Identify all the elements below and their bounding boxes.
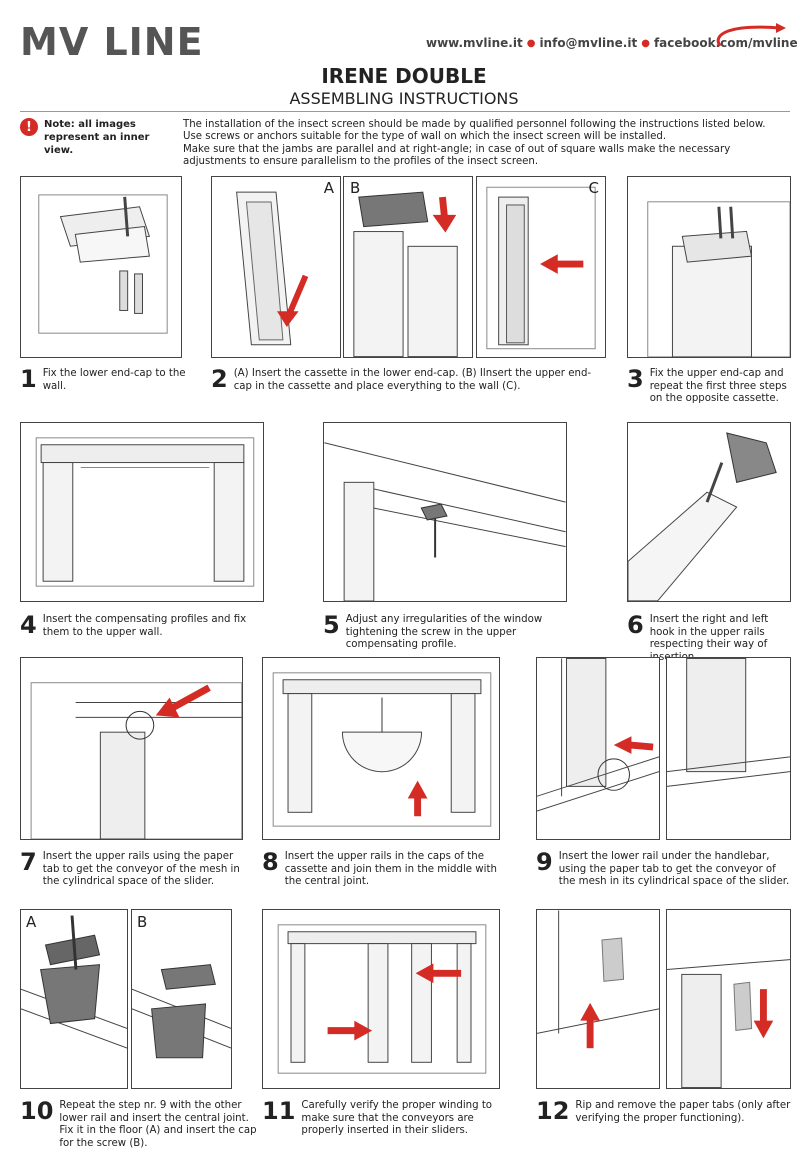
step-text: Insert the lower rail under the handleba… (558, 851, 790, 888)
step-11: 11 Carefully verify the proper winding t… (262, 1098, 512, 1138)
lower-rail-insert-illustration (537, 658, 659, 812)
figure-letter-a: A (323, 179, 334, 197)
central-joint-illustration (272, 672, 492, 827)
warning-icon: ! (20, 118, 38, 136)
intro-line: Use screws or anchors suitable for the t… (183, 131, 667, 143)
figure-letter-b: B (137, 913, 148, 931)
step-number: 7 (20, 848, 37, 876)
lower-rail-detail-illustration (667, 658, 790, 787)
place-on-wall-illustration (486, 186, 596, 350)
step-5: 5 Adjust any irregularities of the windo… (323, 612, 571, 652)
step-number: 10 (20, 1097, 54, 1125)
step-number: 3 (627, 365, 644, 393)
contact-line: www.mvline.it ● info@mvline.it ● faceboo… (426, 36, 798, 50)
step-9: 9 Insert the lower rail under the handle… (536, 849, 792, 889)
step-text: Carefully verify the proper winding to m… (301, 1100, 493, 1137)
step-number: 11 (262, 1097, 296, 1125)
separator-dot: ● (526, 37, 536, 49)
cassette-insert-illustration (236, 191, 309, 346)
figure-step-8 (262, 657, 500, 840)
figure-step-2c: C (476, 176, 606, 358)
figure-step-5 (323, 422, 567, 602)
step-7: 7 Insert the upper rails using the paper… (20, 849, 250, 889)
figure-letter-a: A (26, 913, 37, 931)
paper-tab-remove-illustration (667, 959, 790, 1088)
step-text: Fix the upper end-cap and repeat the fir… (649, 368, 787, 405)
figure-step-7 (20, 657, 243, 840)
hook-insert-illustration (628, 432, 777, 601)
figure-step-10a: A (20, 909, 128, 1089)
step-12: 12 Rip and remove the paper tabs (only a… (536, 1098, 792, 1125)
step-text: Repeat the step nr. 9 with the other low… (59, 1100, 257, 1149)
step-number: 5 (323, 611, 340, 639)
step-text: Adjust any irregularities of the window … (345, 614, 543, 651)
step-4: 4 Insert the compensating profiles and f… (20, 612, 270, 639)
step-number: 8 (262, 848, 279, 876)
step-8: 8 Insert the upper rails in the caps of … (262, 849, 512, 889)
upper-rails-insert-illustration (30, 682, 242, 839)
note-text: Note: all images represent an inner view… (44, 119, 150, 156)
figure-step-10b: B (131, 909, 232, 1089)
figure-step-12a (536, 909, 660, 1089)
screw-cap-illustration (132, 964, 231, 1059)
website-link[interactable]: www.mvline.it (426, 36, 523, 50)
step-text: Insert the upper rails in the caps of th… (284, 851, 497, 888)
figure-step-4 (20, 422, 264, 602)
separator-dot: ● (641, 37, 650, 49)
step-1: 1 Fix the lower end-cap to the wall. (20, 366, 190, 393)
figure-step-1 (20, 176, 182, 358)
note-box: ! Note: all images represent an inner vi… (20, 118, 170, 157)
step-text: Insert the upper rails using the paper t… (42, 851, 240, 888)
step-2: 2 (A) Insert the cassette in the lower e… (211, 366, 601, 393)
figure-letter-b: B (350, 179, 361, 197)
floor-fix-illustration (21, 915, 127, 1049)
brand-logo: MV LINE (20, 20, 204, 64)
step-number: 1 (20, 365, 37, 393)
step-text: Rip and remove the paper tabs (only afte… (575, 1100, 791, 1124)
step-number: 9 (536, 848, 553, 876)
step-text: Fix the lower end-cap to the wall. (42, 368, 186, 392)
figure-step-2a: A (211, 176, 341, 358)
step-text: Insert the compensating profiles and fix… (42, 614, 247, 638)
document-subtitle: ASSEMBLING INSTRUCTIONS (289, 89, 519, 108)
email-link[interactable]: info@mvline.it (539, 36, 638, 50)
upper-endcap-fix-illustration (647, 201, 790, 357)
step-10: 10 Repeat the step nr. 9 with the other … (20, 1098, 260, 1150)
paper-tab-rip-illustration (537, 910, 659, 1049)
step-number: 2 (211, 365, 228, 393)
figure-step-3 (627, 176, 791, 358)
figure-step-9b (666, 657, 791, 840)
intro-line: Make sure that the jambs are parallel an… (183, 143, 731, 168)
figure-step-6 (627, 422, 791, 602)
step-number: 4 (20, 611, 37, 639)
compensating-profiles-illustration (35, 437, 255, 587)
header-divider (20, 111, 790, 112)
figure-step-12b (666, 909, 791, 1089)
figure-letter-c: C (588, 179, 599, 197)
intro-line: The installation of the insect screen sh… (183, 119, 766, 130)
step-number: 6 (627, 611, 644, 639)
step-text: (A) Insert the cassette in the lower end… (233, 368, 592, 392)
figure-step-2b: B (343, 176, 473, 358)
adjust-irregularities-illustration (324, 442, 566, 601)
end-cap-wall-illustration (38, 194, 168, 334)
intro-text: The installation of the insect screen sh… (183, 119, 793, 169)
document-title: IRENE DOUBLE (321, 64, 487, 88)
figure-step-9a (536, 657, 660, 840)
brand-swoosh-icon (716, 23, 786, 47)
facebook-link[interactable]: facebook.com/mvline (653, 36, 798, 50)
winding-check-illustration (277, 924, 487, 1074)
step-3: 3 Fix the upper end-cap and repeat the f… (627, 366, 791, 406)
figure-step-11 (262, 909, 500, 1089)
upper-endcap-insert-illustration (353, 191, 458, 357)
step-number: 12 (536, 1097, 570, 1125)
